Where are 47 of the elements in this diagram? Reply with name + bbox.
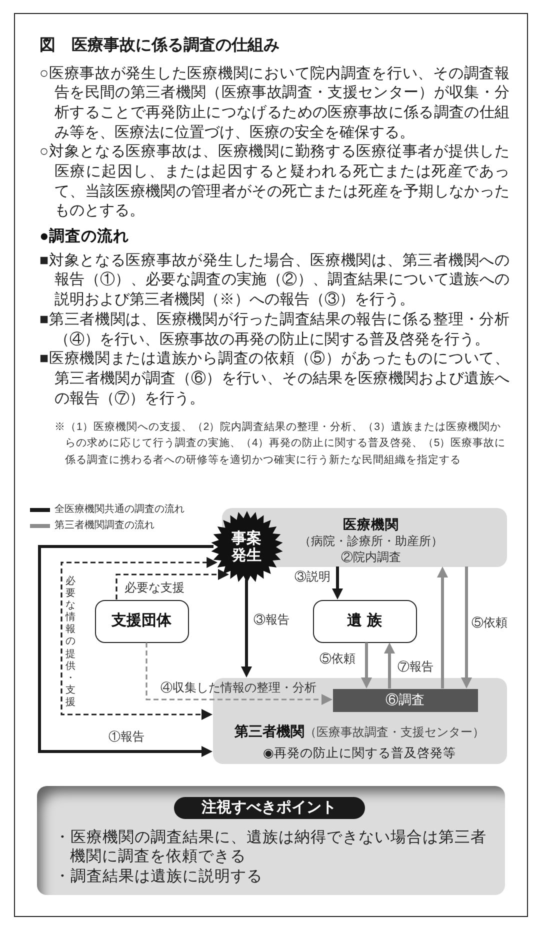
group-label: 支援団体 xyxy=(112,612,172,630)
arrow xyxy=(332,566,343,600)
arrow xyxy=(38,545,214,757)
figure-title: 図 医療事故に係る調査の仕組み xyxy=(40,36,280,56)
rounded-box xyxy=(312,600,416,642)
note-panel xyxy=(36,786,504,894)
bullet-item: ・調査結果は遺族に説明する xyxy=(54,866,264,886)
arrow xyxy=(461,566,472,688)
heading-text: 注視すべきポイント xyxy=(202,798,336,816)
edge-label: ①報告 xyxy=(108,729,144,744)
arrow xyxy=(437,566,448,688)
group-label: 遺族 xyxy=(346,612,388,630)
starburst xyxy=(210,510,282,582)
edge-label: 必要な支援 xyxy=(124,580,184,595)
bullet-item: ・医療機関の調査結果に、遺族は納得できない場合は第三者機関に調査を依頼できる xyxy=(54,828,488,866)
body-paragraph: ■医療機関または遺族から調査の依頼（⑤）があったものについて、第三者機関が調査（⑥）を行い、その結果を医療機関および遺族への報告（⑦）を行う。 xyxy=(40,349,510,408)
arrow xyxy=(384,642,395,688)
legend-label: 第三者機関調査の流れ xyxy=(54,520,154,532)
section-heading: ●調査の流れ xyxy=(40,226,130,247)
process-bar xyxy=(332,688,478,712)
edge-label: ③報告 xyxy=(254,612,290,627)
edge-label: ③説明 xyxy=(294,569,330,584)
organization-detail: （病院・診療所・助産所） xyxy=(299,533,443,549)
edge-label: ⑤依頼 xyxy=(472,615,508,630)
heading-pill xyxy=(174,796,364,818)
body-paragraph: ○対象となる医療事故は、医療機関に勤務する医療従事者が提供した医療に起因し、または起因すると疑われる死亡または死産であって、当該医療機関の管理者がその死亡または死産を予期しなかったものとする。 xyxy=(40,142,510,222)
activity-note: ◉再発の防止に関する普及啓発等 xyxy=(263,744,456,762)
organization-name: 第三者機関（医療事故調査・支援センター） xyxy=(234,722,484,740)
body-paragraph: ■第三者機関は、医療機関が行った調査結果の報告に係る整理・分析（④）を行い、医療事故の再発の防止に関する普及啓発を行う。 xyxy=(40,310,510,350)
footnote: ※（1）医療機関への支援、（2）院内調査結果の整理・分析、（3）遺族または医療機関からの求めに応じて行う調査の実施、（4）再発の防止に関する普及啓発、（5）医療事故に係る調査に携わる者への研修等を適切かつ確実に行う新たな民間組織を指定する xyxy=(54,420,506,468)
edge-label: ④収集した情報の整理・分析 xyxy=(160,680,316,695)
rounded-box xyxy=(94,600,188,642)
arrow xyxy=(241,580,252,678)
edge-label: ⑦報告 xyxy=(398,659,434,674)
dashed-arrow xyxy=(60,557,218,720)
body-paragraph: ■対象となる医療事故が発生した場合、医療機関は、第三者機関への報告（①）、必要な調査の実施（②）、調査結果について遺族への説明および第三者機関（※）への報告（③）を行う。 xyxy=(40,250,510,310)
edge-label: ⑤依頼 xyxy=(320,651,356,666)
organization-detail: ②院内調査 xyxy=(341,549,401,565)
legend-label: 全医療機関共通の調査の流れ xyxy=(54,504,184,516)
organization-name: 医療機関 xyxy=(343,516,399,533)
body-paragraph: ○医療事故が発生した医療機関において院内調査を行い、その調査報告を民間の第三者機関（医療事故調査・支援センター）が収集・分析することで再発防止につなげるための医療事故に係る調査の仕組み等を、医療法に位置づけ、医療の安全を確保する。 xyxy=(40,64,510,142)
event-label: 事案発生 xyxy=(232,530,262,564)
dashed-arrow xyxy=(146,642,332,705)
arrow xyxy=(361,642,372,688)
dashed-arrow xyxy=(116,569,229,600)
edge-label: 必要な情報の提供・支援 xyxy=(66,576,76,710)
step-label: ⑥調査 xyxy=(386,692,424,708)
